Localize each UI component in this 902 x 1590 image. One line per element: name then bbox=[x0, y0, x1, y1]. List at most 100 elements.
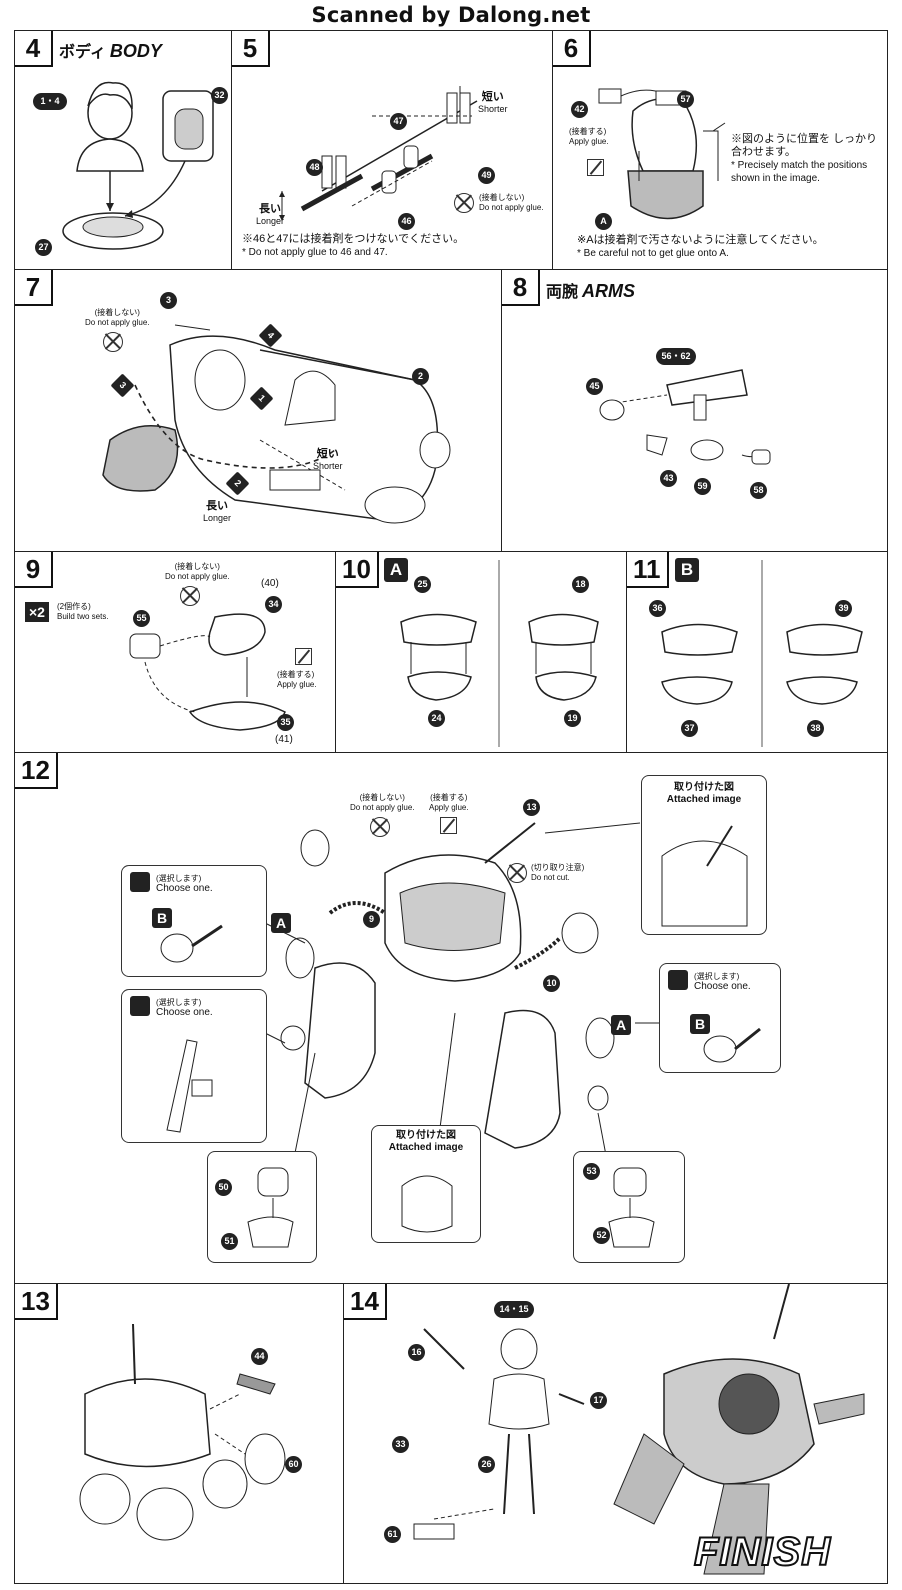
shorter-jp: 短い bbox=[481, 91, 504, 103]
step-13-panel: 13 44 60 bbox=[14, 1283, 344, 1584]
gun-drawing bbox=[166, 1039, 213, 1133]
choose-en: Choose one. bbox=[156, 1007, 213, 1018]
shorter-jp: 短い bbox=[316, 448, 339, 460]
part-label-48: 48 bbox=[306, 159, 323, 176]
attached-label: 取り付けた図 Attached image bbox=[372, 1130, 480, 1154]
part-label-17: 17 bbox=[590, 1392, 607, 1409]
step-5-note: ※46と47には接着剤をつけないでください。 * Do not apply gl… bbox=[242, 233, 464, 259]
choose-icon bbox=[130, 996, 150, 1016]
step-number: 14 bbox=[344, 1284, 387, 1320]
glue-label: (接着する) Apply glue. bbox=[569, 127, 609, 147]
arm-b-drawing bbox=[160, 924, 223, 963]
variant-A-badge-left: A bbox=[271, 913, 291, 933]
glue-icon bbox=[295, 648, 312, 665]
no-glue-label: (接着しない) Do not apply glue. bbox=[85, 308, 150, 328]
variant-B-badge: B bbox=[152, 908, 172, 928]
shorter-label: 短い Shorter bbox=[478, 91, 508, 115]
choose-jp: (選択します) bbox=[156, 874, 202, 883]
step-12-panel: 12 (接着しない) Do not apply glue. (接着する) App… bbox=[14, 752, 888, 1284]
no-glue-jp: (接着しない) bbox=[94, 308, 140, 317]
variant-B-badge: B bbox=[675, 558, 699, 582]
glue-jp: (接着する) bbox=[430, 793, 468, 802]
choose-en: Choose one. bbox=[694, 981, 751, 992]
x2-jp: (2個作る) bbox=[57, 602, 91, 611]
choose-icon bbox=[668, 970, 688, 990]
title-en: BODY bbox=[109, 41, 162, 61]
hand-left-drawing bbox=[247, 1167, 294, 1248]
choose-jp: (選択します) bbox=[156, 998, 202, 1007]
no-glue-icon bbox=[180, 586, 200, 606]
part-label-16: 16 bbox=[408, 1344, 425, 1361]
glue-label: (接着する) Apply glue. bbox=[429, 793, 469, 813]
attached-image-bottom-drawing bbox=[401, 1175, 453, 1233]
no-glue-label: (接着しない) Do not apply glue. bbox=[165, 562, 230, 582]
cut-jp: (切り取り注意) bbox=[531, 863, 585, 872]
part-label-39: 39 bbox=[835, 600, 852, 617]
variant-B-badge: B bbox=[690, 1014, 710, 1034]
part-label-55: 55 bbox=[133, 610, 150, 627]
part-label-14-15: 14・15 bbox=[494, 1301, 534, 1318]
hand-right-drawing bbox=[608, 1167, 655, 1248]
part-label-45: 45 bbox=[586, 378, 603, 395]
note2-jp: ※Aは接着剤で汚さないように注意してください。 bbox=[577, 234, 824, 246]
part-label-35: 35 bbox=[277, 714, 294, 731]
no-glue-en: Do not apply glue. bbox=[165, 572, 230, 581]
glue-label: (接着する) Apply glue. bbox=[277, 670, 317, 690]
part-label-42: 42 bbox=[571, 101, 588, 118]
step-6-note-2: ※Aは接着剤で汚さないように注意してください。 * Be careful not… bbox=[577, 234, 824, 260]
step-number: 5 bbox=[232, 31, 270, 67]
part-label-26: 26 bbox=[478, 1456, 495, 1473]
variant-A-badge: A bbox=[384, 558, 408, 582]
title-en: ARMS bbox=[582, 281, 636, 301]
no-glue-label: (接着しない) Do not apply glue. bbox=[350, 793, 415, 813]
step-number: 10 bbox=[336, 552, 379, 588]
part-label-40: (40) bbox=[261, 578, 279, 589]
step-5-illustration bbox=[279, 86, 478, 221]
step-number: 6 bbox=[553, 31, 591, 67]
step-9-panel: 9 ×2 (2個作る) Build two sets. 55 34 (40) 3… bbox=[14, 551, 336, 753]
note1-en: * Precisely match the positions shown in… bbox=[731, 160, 868, 184]
step-13-illustration bbox=[79, 1323, 286, 1541]
no-glue-icon bbox=[370, 817, 390, 837]
step-11-illustration bbox=[661, 560, 863, 747]
title-jp: ボディ bbox=[59, 44, 106, 61]
glue-en: Apply glue. bbox=[277, 680, 317, 689]
part-label-3: 3 bbox=[160, 292, 177, 309]
part-label-57: 57 bbox=[677, 91, 694, 108]
longer-label: 長い Longer bbox=[203, 500, 231, 524]
part-label-34: 34 bbox=[265, 596, 282, 613]
step-7-panel: 7 3 2 1 2 3 4 (接着しない) Do not apply glue.… bbox=[14, 269, 502, 552]
arm-b-right-drawing bbox=[703, 1027, 761, 1063]
part-label-58: 58 bbox=[750, 482, 767, 499]
choose-one-callout-right: (選択します) Choose one. B bbox=[659, 963, 781, 1073]
part-label-50: 50 bbox=[215, 1179, 232, 1196]
choose-one-callout-left-2: (選択します) Choose one. bbox=[121, 989, 267, 1143]
glue-jp: (接着する) bbox=[569, 127, 607, 136]
variant-A-badge-right: A bbox=[611, 1015, 631, 1035]
part-label-32: 32 bbox=[211, 87, 228, 104]
step-number: 9 bbox=[15, 552, 53, 588]
no-glue-jp: (接着しない) bbox=[174, 562, 220, 571]
longer-jp: 長い bbox=[259, 203, 282, 215]
attached-image-top-drawing bbox=[661, 825, 748, 927]
note2-en: * Be careful not to get glue onto A. bbox=[577, 248, 729, 259]
step-9-illustration bbox=[129, 613, 286, 731]
choose-label: (選択します) Choose one. bbox=[156, 874, 213, 894]
attached-label: 取り付けた図 Attached image bbox=[642, 782, 766, 806]
step-6-illustration bbox=[598, 88, 726, 220]
part-label-61: 61 bbox=[384, 1526, 401, 1543]
note-jp: ※46と47には接着剤をつけないでください。 bbox=[242, 233, 465, 245]
step-14-illustration bbox=[413, 1284, 865, 1575]
step-10-illustration bbox=[400, 560, 599, 747]
part-label-A: A bbox=[595, 213, 612, 230]
longer-label: 長い Longer bbox=[256, 203, 284, 227]
part-label-52: 52 bbox=[593, 1227, 610, 1244]
no-glue-icon bbox=[103, 332, 123, 352]
do-not-cut-icon bbox=[507, 863, 527, 883]
part-label-1-4: 1・4 bbox=[33, 93, 67, 110]
part-label-44: 44 bbox=[251, 1348, 268, 1365]
attached-image-callout-bottom: 取り付けた図 Attached image bbox=[371, 1125, 481, 1243]
part-label-27: 27 bbox=[35, 239, 52, 256]
cut-en: Do not cut. bbox=[531, 873, 570, 882]
part-label-49: 49 bbox=[478, 167, 495, 184]
